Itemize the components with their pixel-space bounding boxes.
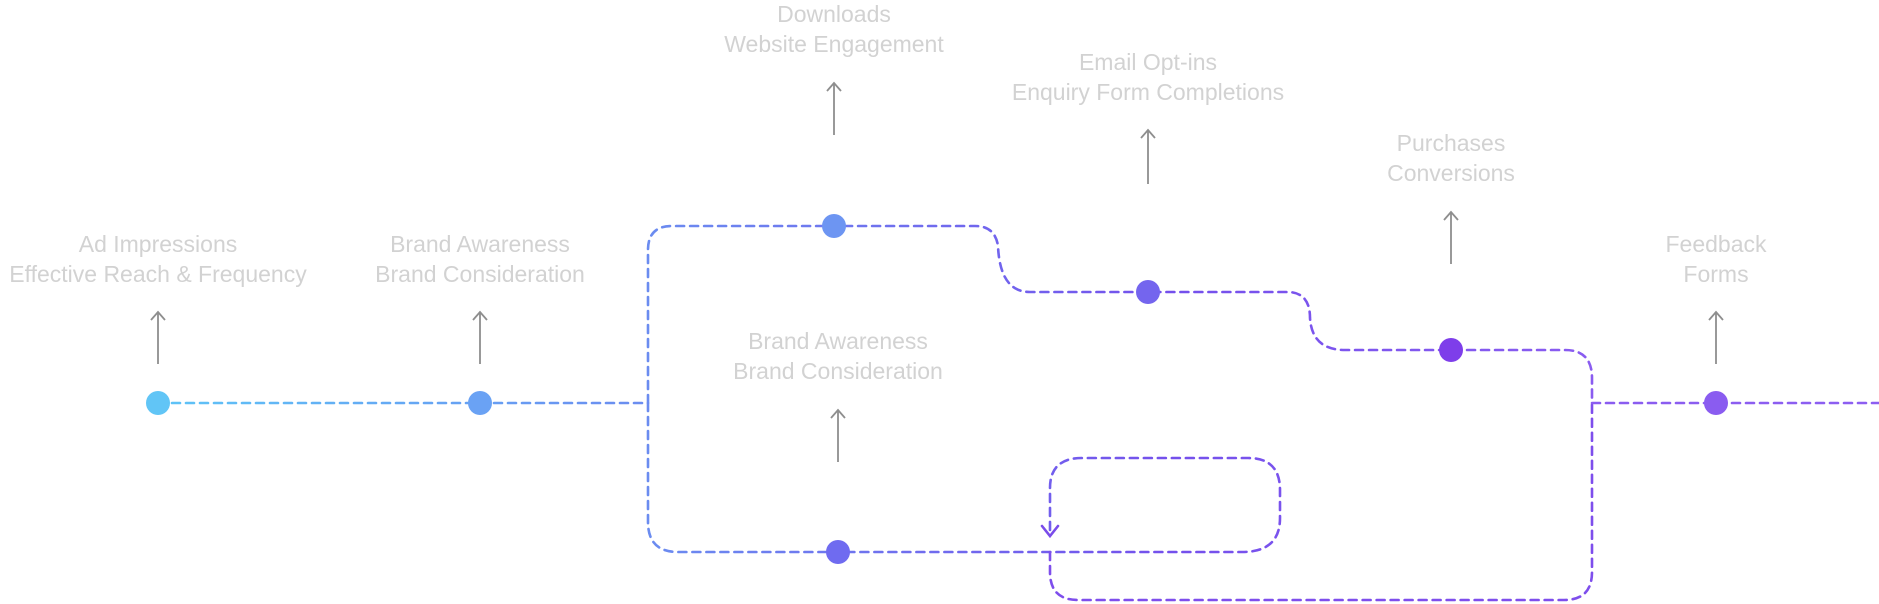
stage-label-line1: Purchases: [1397, 130, 1506, 156]
up-arrow-icon: [830, 408, 846, 462]
stage-label-line2: Effective Reach & Frequency: [9, 261, 307, 287]
up-arrow-icon: [1140, 128, 1156, 184]
stage-label-line1: Brand Awareness: [390, 231, 570, 257]
up-arrow-icon: [1708, 310, 1724, 364]
journey-path: [156, 224, 1879, 602]
stage-node: [468, 391, 492, 415]
stage-node: [822, 214, 846, 238]
up-arrow-icon: [1443, 210, 1459, 264]
stage-label-line2: Forms: [1683, 261, 1748, 287]
stage-label-line2: Conversions: [1387, 160, 1515, 186]
stage-brand-awareness-1: Brand Awareness Brand Consideration: [375, 231, 585, 415]
path-segment-return: [1048, 401, 1594, 602]
stage-feedback: Feedback Forms: [1665, 231, 1767, 415]
stage-label-line2: Website Engagement: [724, 31, 944, 57]
stage-email-optins: Email Opt-ins Enquiry Form Completions: [1012, 49, 1284, 304]
stage-label-line1: Brand Awareness: [748, 328, 928, 354]
stage-downloads: Downloads Website Engagement: [724, 1, 944, 238]
stage-label-line1: Ad Impressions: [79, 231, 238, 257]
stage-brand-awareness-2: Brand Awareness Brand Consideration: [733, 328, 943, 564]
path-segment-lower: [646, 401, 1282, 554]
stage-node: [1439, 338, 1463, 362]
stage-label-line2: Enquiry Form Completions: [1012, 79, 1284, 105]
path-segment-upper: [646, 224, 1594, 405]
stage-label-line2: Brand Consideration: [733, 358, 943, 384]
up-arrow-icon: [472, 310, 488, 364]
stage-label-line1: Feedback: [1665, 231, 1767, 257]
stage-label-line1: Downloads: [777, 1, 891, 27]
stage-purchases: Purchases Conversions: [1387, 130, 1515, 362]
stage-node: [1704, 391, 1728, 415]
up-arrow-icon: [826, 81, 842, 135]
stage-node: [146, 391, 170, 415]
loop-arrowhead-icon: [1040, 524, 1060, 539]
stage-label-line2: Brand Consideration: [375, 261, 585, 287]
stage-node: [826, 540, 850, 564]
stage-node: [1136, 280, 1160, 304]
stage-ad-impressions: Ad Impressions Effective Reach & Frequen…: [9, 231, 307, 415]
stage-label-line1: Email Opt-ins: [1079, 49, 1217, 75]
up-arrow-icon: [150, 310, 166, 364]
